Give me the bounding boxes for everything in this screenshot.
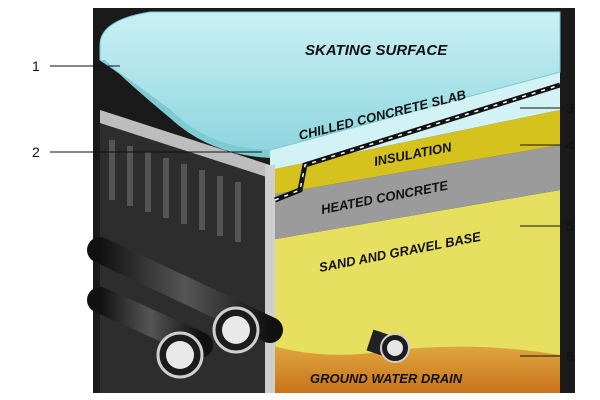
- callout-number-5: 5: [566, 218, 574, 234]
- callouts: [50, 65, 560, 357]
- header-pipe-bore-2: [166, 341, 194, 369]
- ground-water-drain-pipe: [366, 329, 410, 363]
- callout-number-2: 2: [32, 144, 40, 160]
- label-skating-surface: SKATING SURFACE: [305, 42, 448, 59]
- sand-gravel-layer: [270, 190, 560, 355]
- wall-top-edge: [100, 110, 270, 178]
- callout-number-3: 3: [566, 100, 574, 116]
- riser-pipes: [109, 140, 241, 242]
- heated-concrete-layer: [270, 145, 560, 240]
- header-pipe-bore-1: [222, 316, 250, 344]
- callout-number-4: 4: [566, 137, 574, 153]
- chilled-concrete-slab-layer: [270, 72, 560, 170]
- wall-face: [265, 165, 275, 393]
- callout-number-1: 1: [32, 58, 40, 74]
- callout-number-6: 6: [566, 348, 574, 364]
- insulation-layer: [270, 110, 560, 195]
- coolant-pipe-highlight: [274, 84, 561, 201]
- label-ground-water-drain: GROUND WATER DRAIN: [310, 371, 463, 386]
